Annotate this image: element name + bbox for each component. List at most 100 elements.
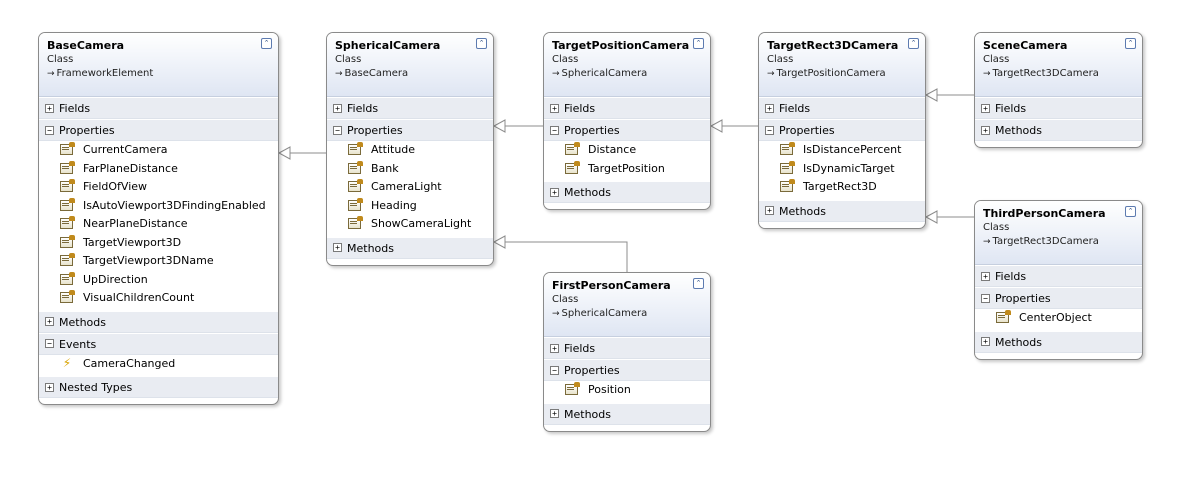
plus-box-icon[interactable]: + xyxy=(981,337,990,346)
property-icon xyxy=(347,160,363,174)
member-row[interactable]: ⚡CameraChanged xyxy=(39,355,278,374)
minus-box-icon[interactable]: − xyxy=(45,339,54,348)
section-methods[interactable]: +Methods xyxy=(327,236,493,259)
minus-box-icon[interactable]: − xyxy=(981,293,990,303)
inheritance-arrowhead xyxy=(709,119,723,133)
member-row[interactable]: IsAutoViewport3DFindingEnabled xyxy=(39,197,278,216)
member-row[interactable]: TargetRect3D xyxy=(759,178,925,197)
plus-box-icon[interactable]: + xyxy=(981,271,990,281)
collapse-chevron-icon[interactable]: ⌃ xyxy=(693,278,704,289)
plus-box-icon[interactable]: + xyxy=(550,409,559,418)
section-label: Properties xyxy=(564,364,620,377)
plus-box-icon[interactable]: + xyxy=(333,243,342,252)
section-fields[interactable]: +Fields xyxy=(544,337,710,359)
section-properties[interactable]: −Properties xyxy=(759,119,925,141)
inheritance-arrowhead xyxy=(924,210,938,224)
minus-box-icon[interactable]: − xyxy=(45,125,54,135)
section-properties[interactable]: −Properties xyxy=(544,119,710,141)
member-row[interactable]: ShowCameraLight xyxy=(327,215,493,234)
collapse-chevron-icon[interactable]: ⌃ xyxy=(1125,206,1136,217)
section-properties[interactable]: −Properties xyxy=(39,119,278,141)
collapse-chevron-icon[interactable]: ⌃ xyxy=(261,38,272,49)
plus-box-icon[interactable]: + xyxy=(550,103,559,113)
member-row[interactable]: CameraLight xyxy=(327,178,493,197)
base-class-row: →TargetPositionCamera xyxy=(767,67,917,81)
plus-box-icon[interactable]: + xyxy=(765,206,774,215)
section-properties[interactable]: −Properties xyxy=(327,119,493,141)
inheritance-link-spherical-camera xyxy=(277,146,326,160)
member-row[interactable]: NearPlaneDistance xyxy=(39,215,278,234)
section-properties[interactable]: −Properties xyxy=(544,359,710,381)
inherits-arrow-icon: → xyxy=(335,69,343,79)
member-name: VisualChildrenCount xyxy=(83,291,195,304)
minus-box-icon[interactable]: − xyxy=(765,125,774,135)
section-fields[interactable]: +Fields xyxy=(759,97,925,119)
member-row[interactable]: CurrentCamera xyxy=(39,141,278,160)
plus-box-icon[interactable]: + xyxy=(550,343,559,353)
collapse-chevron-icon[interactable]: ⌃ xyxy=(693,38,704,49)
class-name: ThirdPersonCamera xyxy=(983,207,1106,220)
member-name: FieldOfView xyxy=(83,180,148,193)
base-class-name: TargetPositionCamera xyxy=(776,68,886,79)
plus-box-icon[interactable]: + xyxy=(765,103,774,113)
section-fields[interactable]: +Fields xyxy=(975,97,1142,119)
collapse-chevron-icon[interactable]: ⌃ xyxy=(908,38,919,49)
section-methods[interactable]: +Methods xyxy=(759,199,925,222)
section-methods[interactable]: +Methods xyxy=(975,119,1142,141)
section-events[interactable]: −Events xyxy=(39,332,278,355)
member-row[interactable]: UpDirection xyxy=(39,271,278,290)
member-row[interactable]: VisualChildrenCount xyxy=(39,289,278,308)
member-row[interactable]: TargetViewport3DName xyxy=(39,252,278,271)
member-row[interactable]: Bank xyxy=(327,160,493,179)
section-fields[interactable]: +Fields xyxy=(327,97,493,119)
plus-box-icon[interactable]: + xyxy=(45,382,54,392)
base-class-row: →SphericalCamera xyxy=(552,307,702,321)
plus-box-icon[interactable]: + xyxy=(45,317,54,326)
inherits-arrow-icon: → xyxy=(767,69,775,79)
minus-box-icon[interactable]: − xyxy=(550,365,559,375)
member-row[interactable]: CenterObject xyxy=(975,309,1142,328)
collapse-chevron-icon[interactable]: ⌃ xyxy=(476,38,487,49)
section-methods[interactable]: +Methods xyxy=(544,181,710,203)
plus-box-icon[interactable]: + xyxy=(333,103,342,113)
base-class-name: FrameworkElement xyxy=(56,68,154,79)
property-icon xyxy=(59,197,75,211)
member-row[interactable]: Attitude xyxy=(327,141,493,160)
section-methods[interactable]: +Methods xyxy=(975,330,1142,353)
section-nested-types[interactable]: +Nested Types xyxy=(39,376,278,398)
minus-box-icon[interactable]: − xyxy=(333,125,342,135)
member-row[interactable]: TargetViewport3D xyxy=(39,234,278,253)
member-row[interactable]: TargetPosition xyxy=(544,160,710,179)
plus-box-icon[interactable]: + xyxy=(45,103,54,113)
section-methods[interactable]: +Methods xyxy=(39,310,278,333)
member-row[interactable]: Heading xyxy=(327,197,493,216)
minus-box-icon[interactable]: − xyxy=(550,125,559,135)
member-row[interactable]: Position xyxy=(544,381,710,400)
section-methods[interactable]: +Methods xyxy=(544,402,710,425)
section-label: Properties xyxy=(564,124,620,137)
member-row[interactable]: IsDynamicTarget xyxy=(759,160,925,179)
section-fields[interactable]: +Fields xyxy=(975,265,1142,287)
member-name: IsDynamicTarget xyxy=(803,161,895,175)
section-fields[interactable]: +Fields xyxy=(544,97,710,119)
member-row[interactable]: Distance xyxy=(544,141,710,160)
member-row[interactable]: IsDistancePercent xyxy=(759,141,925,160)
collapse-chevron-icon[interactable]: ⌃ xyxy=(1125,38,1136,49)
member-name: CameraChanged xyxy=(83,356,176,370)
section-fields[interactable]: +Fields xyxy=(39,97,278,119)
property-icon xyxy=(59,142,75,155)
member-row[interactable]: FarPlaneDistance xyxy=(39,160,278,179)
plus-box-icon[interactable]: + xyxy=(550,187,559,197)
plus-box-icon[interactable]: + xyxy=(981,103,990,113)
member-row[interactable]: FieldOfView xyxy=(39,178,278,197)
plus-box-icon[interactable]: + xyxy=(981,125,990,135)
section-properties[interactable]: −Properties xyxy=(975,287,1142,309)
